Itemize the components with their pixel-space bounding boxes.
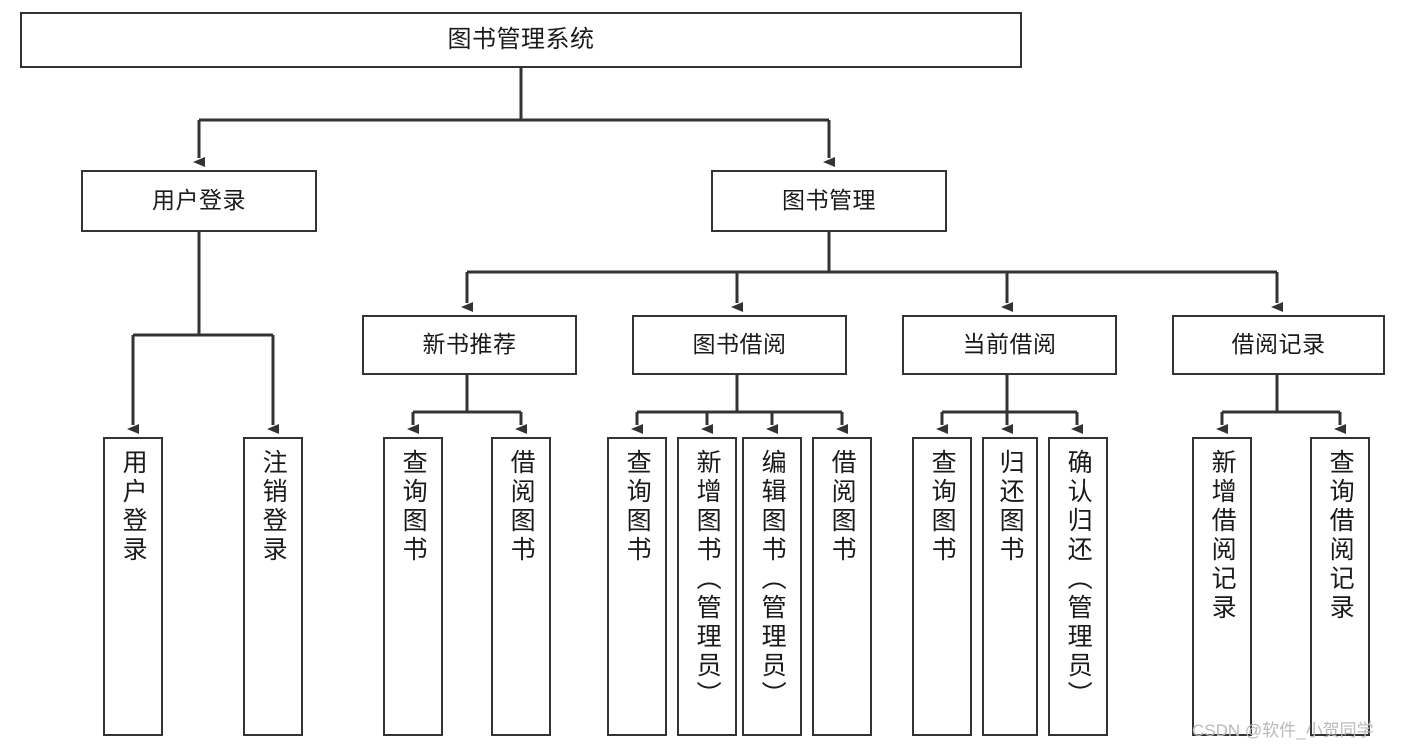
leaf-user-login-login[interactable]: 用户登录: [103, 437, 163, 736]
node-book-management[interactable]: 图书管理: [711, 170, 947, 232]
node-label: 编辑图书（管理员）: [758, 449, 787, 710]
leaf-current-borrow-confirm-return-admin[interactable]: 确认归还（管理员）: [1048, 437, 1108, 736]
leaf-book-borrow-add-admin[interactable]: 新增图书（管理员）: [677, 437, 737, 736]
node-book-borrow[interactable]: 图书借阅: [632, 315, 847, 375]
node-label: 确认归还（管理员）: [1064, 449, 1093, 710]
csdn-watermark: CSDN @软件_小贺同学: [1192, 721, 1374, 740]
node-label: 查询图书: [623, 449, 652, 565]
node-label: 图书借阅: [692, 331, 787, 358]
node-label: 借阅图书: [507, 449, 536, 565]
node-label: 当前借阅: [962, 331, 1057, 358]
node-user-login[interactable]: 用户登录: [81, 170, 317, 232]
node-label: 用户登录: [119, 449, 148, 565]
node-label: 图书管理: [782, 187, 876, 214]
node-borrow-records[interactable]: 借阅记录: [1172, 315, 1385, 375]
node-label: 新增图书（管理员）: [693, 449, 722, 710]
node-label: 查询图书: [399, 449, 428, 565]
leaf-new-book-query[interactable]: 查询图书: [383, 437, 443, 736]
node-label: 图书管理系统: [447, 25, 595, 53]
node-label: 查询图书: [928, 449, 957, 565]
leaf-borrow-records-query[interactable]: 查询借阅记录: [1310, 437, 1370, 736]
node-label: 新书推荐: [422, 331, 517, 358]
leaf-current-borrow-return[interactable]: 归还图书: [982, 437, 1038, 736]
leaf-book-borrow-query[interactable]: 查询图书: [607, 437, 667, 736]
leaf-book-borrow-edit-admin[interactable]: 编辑图书（管理员）: [742, 437, 802, 736]
leaf-new-book-borrow[interactable]: 借阅图书: [491, 437, 551, 736]
node-label: 用户登录: [152, 187, 246, 214]
node-label: 新增借阅记录: [1208, 449, 1237, 623]
leaf-book-borrow-borrow[interactable]: 借阅图书: [812, 437, 872, 736]
node-label: 查询借阅记录: [1326, 449, 1355, 623]
leaf-borrow-records-add[interactable]: 新增借阅记录: [1192, 437, 1252, 736]
node-label: 归还图书: [996, 449, 1025, 565]
node-label: 借阅记录: [1231, 331, 1326, 358]
node-root-book-management-system[interactable]: 图书管理系统: [20, 12, 1022, 68]
leaf-user-login-logout[interactable]: 注销登录: [243, 437, 303, 736]
leaf-current-borrow-query[interactable]: 查询图书: [912, 437, 972, 736]
node-label: 借阅图书: [828, 449, 857, 565]
node-current-borrow[interactable]: 当前借阅: [902, 315, 1117, 375]
node-new-book-recommend[interactable]: 新书推荐: [362, 315, 577, 375]
node-label: 注销登录: [259, 449, 288, 565]
